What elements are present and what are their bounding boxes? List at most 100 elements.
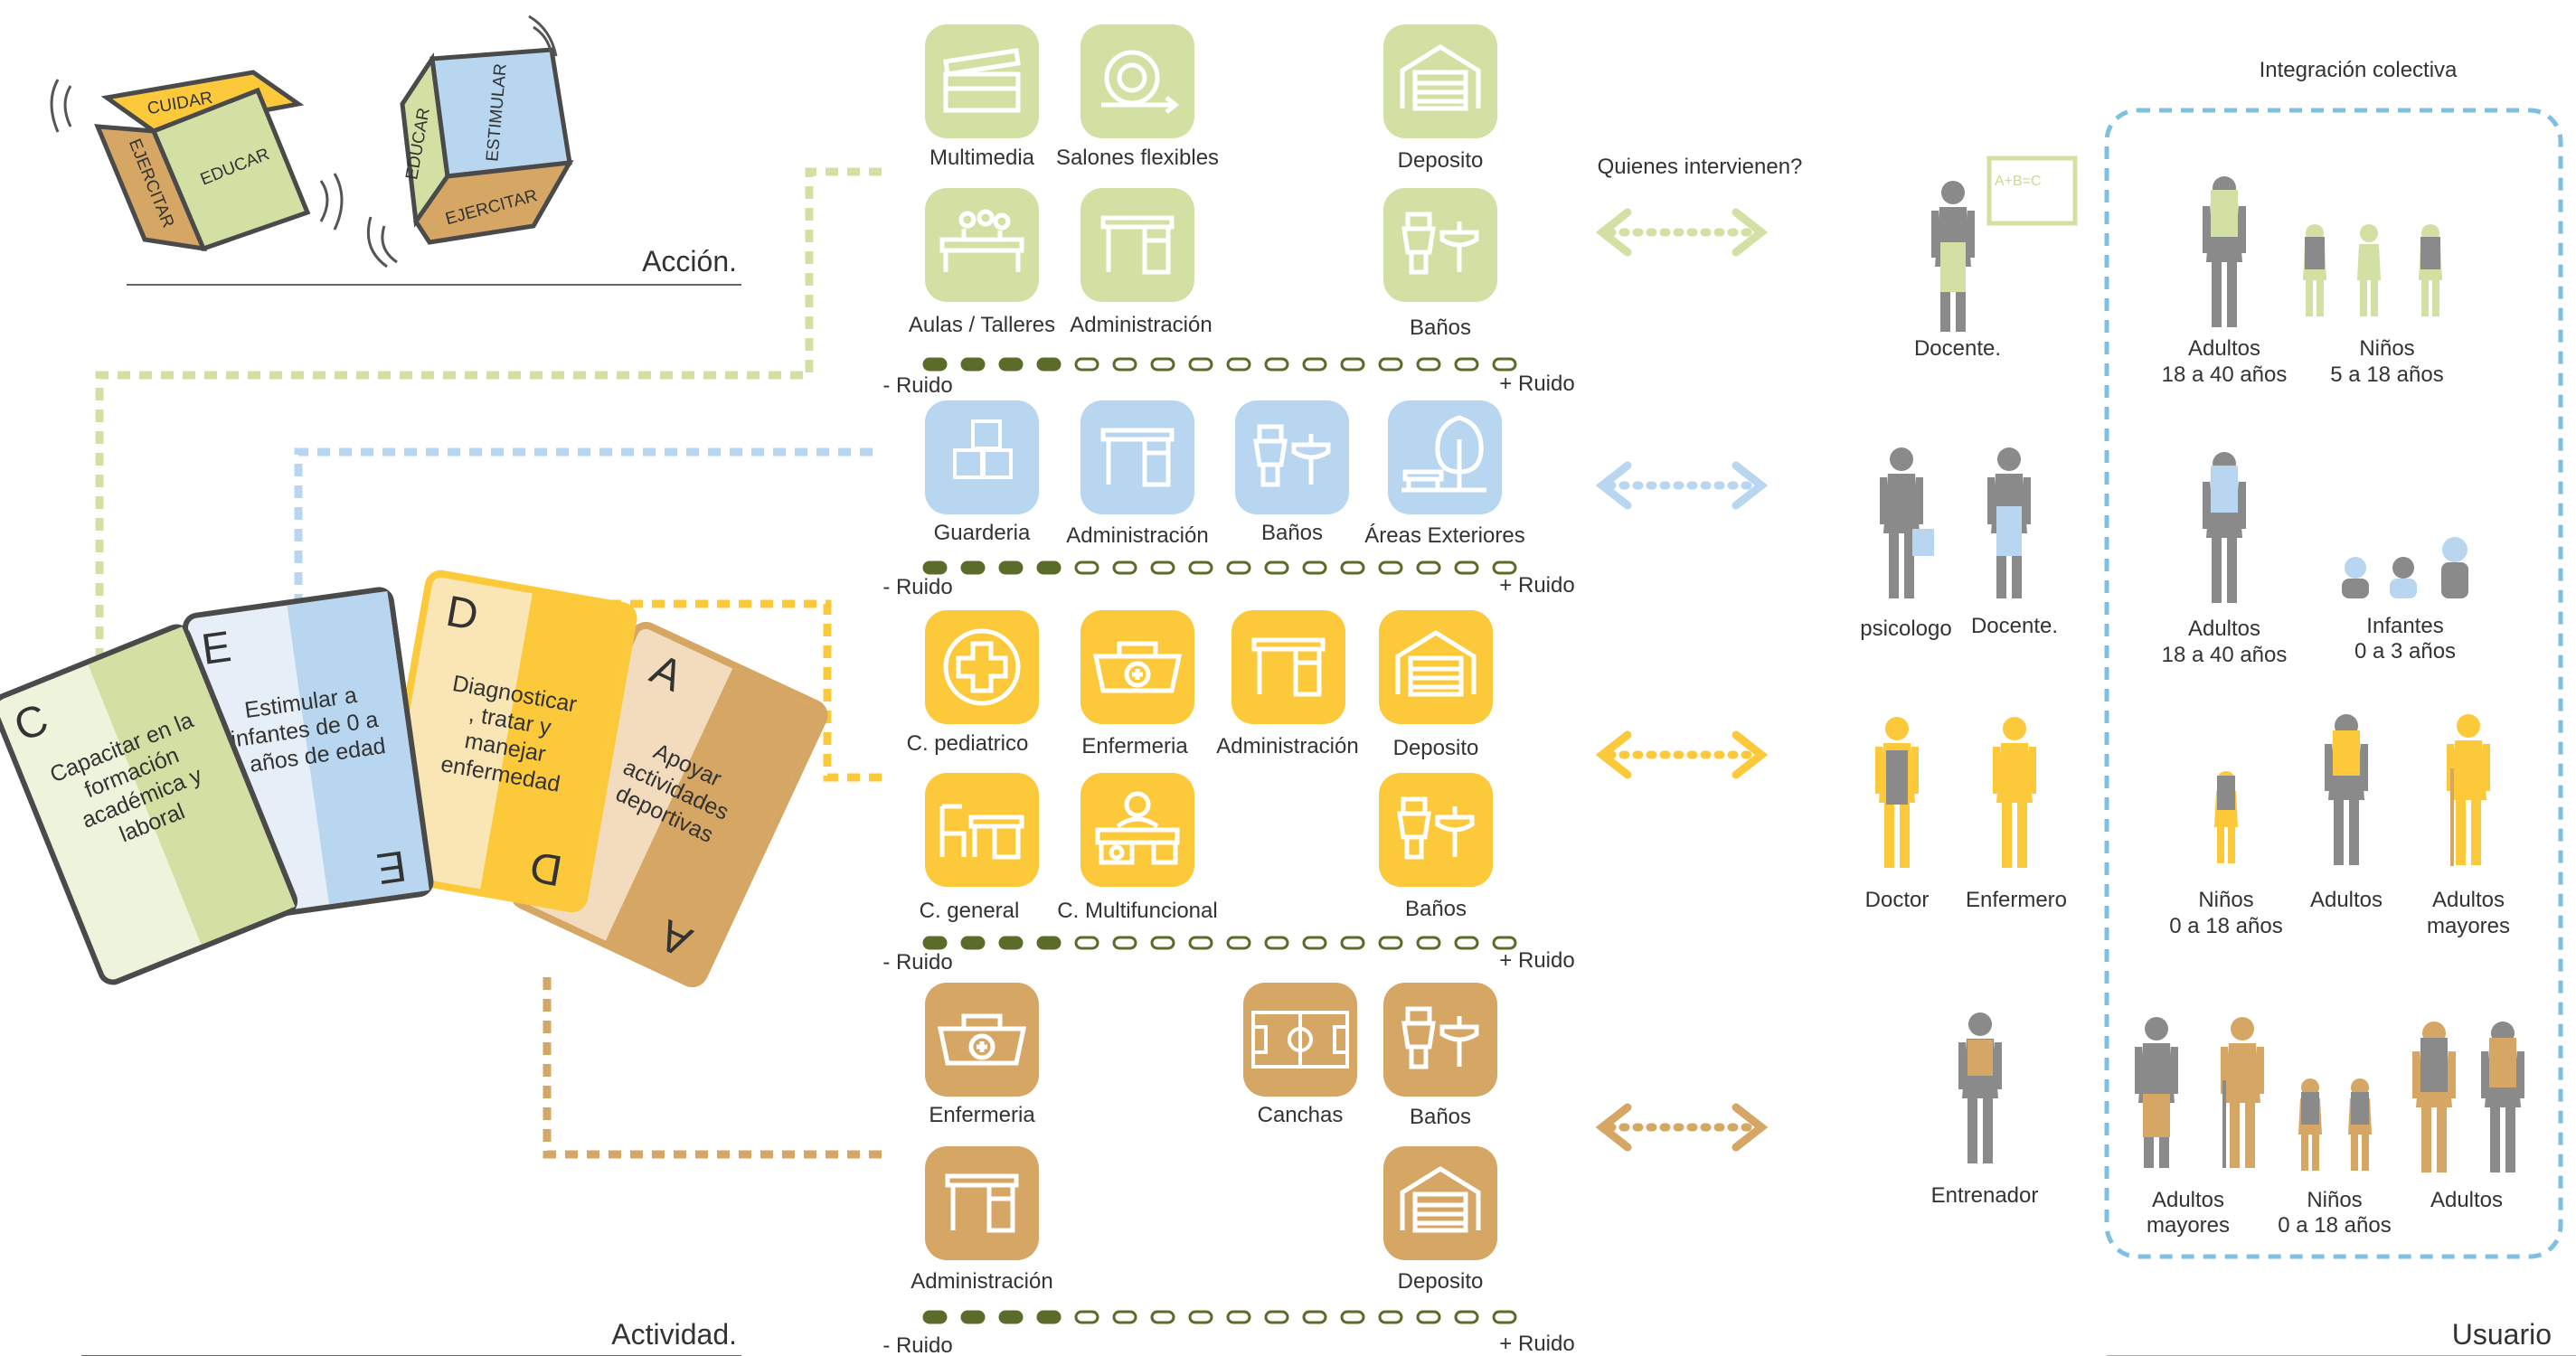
- noise-scale-pill: [1226, 357, 1251, 372]
- user-adultos-label: Adultos: [2310, 888, 2383, 912]
- connector-brown: [543, 976, 882, 1159]
- cube-estimular-educar: EDUCAR ESTIMULAR EJERCITAR: [400, 47, 574, 245]
- noise-scale-pill: [922, 357, 948, 372]
- user-adultos-range: 18 a 40 años: [2162, 363, 2288, 387]
- label-administracion: Administración: [911, 1269, 1052, 1294]
- double-arrow-icon: [1602, 212, 1761, 252]
- user-ninos-range: 0 a 18 años: [2169, 914, 2282, 938]
- noise-scale-pill: [1454, 1310, 1479, 1324]
- tile-administracion: [1080, 188, 1194, 302]
- noise-scale-pill: [1340, 560, 1365, 575]
- user-adultos-mayores-range: mayores: [2147, 1213, 2230, 1238]
- tile-multimedia: [925, 24, 1039, 138]
- noise-scale-pill: [1416, 936, 1441, 950]
- label-banos: Baños: [1261, 521, 1323, 545]
- tile-administracion: [1231, 610, 1345, 724]
- noise-scale-pill: [1264, 560, 1289, 575]
- user-infantes-label: Infantes: [2366, 614, 2443, 638]
- label-banos: Baños: [1405, 897, 1467, 921]
- motion-marks: [50, 14, 558, 268]
- tile-aulas: [925, 188, 1039, 302]
- user-ninos-range: 5 a 18 años: [2330, 363, 2443, 387]
- user-adultos-mayores-label: Adultos: [2432, 888, 2505, 912]
- noise-scale-pill: [1188, 560, 1213, 575]
- tile-administracion: [925, 1146, 1039, 1260]
- noise-scale-pill: [1036, 560, 1062, 575]
- scale-minus: - Ruido: [882, 373, 952, 398]
- noise-scale-pill: [1150, 560, 1175, 575]
- actor-doctor-label: Doctor: [1865, 888, 1930, 912]
- users-green: Adultos 18 a 40 años Niños 5 a 18 años: [2162, 176, 2444, 387]
- noise-scale-pill: [1416, 1310, 1441, 1324]
- user-adultos-range: 18 a 40 años: [2162, 643, 2288, 667]
- noise-scale-3: - Ruido + Ruido: [882, 936, 1575, 975]
- integracion-label: Integración colectiva: [2260, 58, 2458, 82]
- noise-scale-pill: [1112, 1310, 1137, 1324]
- label-administracion: Administración: [1070, 313, 1212, 337]
- label-deposito: Deposito: [1398, 1269, 1484, 1294]
- card-E-letter-bottom: E: [373, 841, 409, 892]
- label-areas-exteriores: Áreas Exteriores: [1364, 523, 1524, 548]
- noise-scale-pill: [1378, 1310, 1403, 1324]
- noise-scale-pill: [1112, 936, 1137, 950]
- noise-scale-pill: [1074, 936, 1099, 950]
- noise-scale-pill: [1378, 936, 1403, 950]
- user-ninos-range: 0 a 18 años: [2278, 1213, 2391, 1238]
- noise-scale-pill: [1302, 936, 1327, 950]
- card-C: C Capacitar en la formación académica y …: [0, 624, 298, 985]
- user-adultos-label: Adultos: [2430, 1188, 2503, 1212]
- noise-scale-pill: [1036, 357, 1062, 372]
- noise-scale-pill: [1112, 560, 1137, 575]
- tile-banos: [1235, 400, 1349, 514]
- integration-box: [2104, 108, 2563, 1259]
- noise-scale-pill: [1036, 1310, 1062, 1324]
- actor-docente-2-label: Docente.: [1971, 614, 2058, 638]
- tile-salones: [1080, 24, 1194, 138]
- card-E-letter: E: [199, 623, 234, 674]
- noise-scale-pill: [1112, 357, 1137, 372]
- noise-scale-pill: [1302, 357, 1327, 372]
- question-label: Quienes intervienen?: [1598, 155, 1803, 179]
- user-adultos-label: Adultos: [2188, 617, 2260, 641]
- tile-banos: [1379, 773, 1493, 887]
- noise-scale-pill: [960, 560, 986, 575]
- noise-scale-pill: [1074, 357, 1099, 372]
- blackboard-icon: [1986, 155, 2078, 226]
- double-arrow-icon: [1602, 735, 1761, 775]
- scale-minus: - Ruido: [882, 1333, 952, 1356]
- noise-scale-pill: [1150, 936, 1175, 950]
- scale-plus: + Ruido: [1499, 573, 1574, 598]
- label-multimedia: Multimedia: [929, 146, 1035, 170]
- label-banos: Baños: [1410, 315, 1471, 340]
- noise-scale-pill: [1074, 560, 1099, 575]
- label-c-multifuncional: C. Multifuncional: [1057, 899, 1217, 923]
- scale-plus: + Ruido: [1499, 372, 1574, 396]
- noise-scale-pill: [1492, 936, 1517, 950]
- label-guarderia: Guarderia: [934, 521, 1031, 545]
- noise-scale-pill: [1074, 1310, 1099, 1324]
- card-D: D D Diagnosticar , tratar y manejar enfe…: [375, 570, 637, 913]
- infants-icon: [2342, 537, 2468, 598]
- band-yellow: C. pediatrico Enfermeria Administración …: [907, 610, 1493, 923]
- connector-blue: [294, 447, 873, 624]
- user-ninos-label: Niños: [2359, 336, 2414, 361]
- noise-scale-pill: [1454, 357, 1479, 372]
- noise-scale-pill: [1378, 357, 1403, 372]
- noise-scale-pill: [1226, 1310, 1251, 1324]
- cube-face-bottom: [412, 159, 574, 245]
- tile-administracion: [1080, 400, 1194, 514]
- noise-scale-pill: [1416, 560, 1441, 575]
- noise-scale-pill: [998, 1310, 1024, 1324]
- label-deposito: Deposito: [1398, 148, 1484, 173]
- noise-scale-pill: [1302, 1310, 1327, 1324]
- tile-areas-exteriores: [1388, 400, 1502, 514]
- noise-scale-pill: [1264, 1310, 1289, 1324]
- noise-scale-pill: [922, 936, 948, 950]
- connector-yellow: [515, 599, 882, 782]
- noise-scale-pill: [1492, 560, 1517, 575]
- noise-scale-pill: [1188, 936, 1213, 950]
- user-adultos-label: Adultos: [2188, 336, 2260, 361]
- label-c-general: C. general: [920, 899, 1020, 923]
- connector-lines: [95, 167, 882, 1159]
